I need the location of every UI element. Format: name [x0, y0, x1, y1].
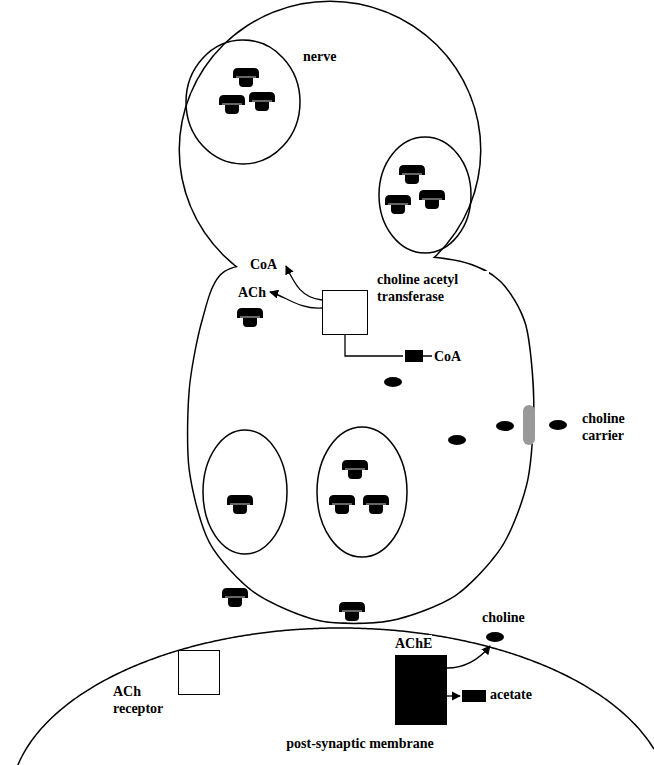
- ach-highlight: [402, 174, 422, 175]
- ach-highlight: [345, 469, 365, 470]
- choline-molecule: [496, 421, 514, 431]
- ach-highlight: [252, 101, 272, 102]
- ach-shape: [222, 588, 248, 607]
- ach-molecule: [222, 588, 248, 607]
- ach-molecule: [342, 460, 368, 479]
- node-label: ACh receptor: [113, 683, 175, 717]
- choline-molecule: [549, 420, 567, 430]
- ach-shape: [237, 308, 263, 327]
- membrane-line: [12, 628, 654, 765]
- choline-molecule: [384, 377, 402, 387]
- ach-highlight: [230, 504, 250, 505]
- ach-highlight: [342, 611, 362, 612]
- post-synaptic-cell: post-synaptic membrane ACh receptor AChE: [0, 620, 654, 765]
- ach-shape: [339, 602, 365, 621]
- ach-molecule: [219, 95, 245, 114]
- node-label: choline carrier: [582, 410, 648, 444]
- nerve-fill: [188, 254, 533, 623]
- acetyl-block: [405, 350, 423, 362]
- ach-molecule: [237, 308, 263, 327]
- node-label: post-synaptic membrane: [250, 735, 470, 752]
- nerve-fill: [180, 2, 480, 298]
- reaction-arrow: [447, 646, 490, 668]
- reaction-arrow: [270, 292, 322, 308]
- molecule-label: CoA: [250, 256, 277, 273]
- ach-shape: [419, 190, 445, 209]
- ach-shape: [363, 495, 389, 514]
- enzyme-box: choline acetyl transferase: [322, 290, 368, 335]
- acetate-block: [462, 690, 486, 702]
- ach-shape: [385, 195, 411, 214]
- ach-molecule: [419, 190, 445, 209]
- receptor-box: ACh receptor: [178, 650, 220, 695]
- node-label: nerve: [303, 48, 336, 65]
- molecule-label: CoA: [434, 348, 461, 365]
- molecule-label: choline: [482, 609, 525, 626]
- ach-molecule: [339, 602, 365, 621]
- carrier-protein: choline carrier: [523, 405, 535, 445]
- ach-shape: [233, 68, 259, 87]
- vesicle: [186, 40, 300, 164]
- molecule-label: acetate: [490, 686, 532, 703]
- ach-highlight: [388, 204, 408, 205]
- ach-molecule: [399, 165, 425, 184]
- reaction-arrow: [345, 335, 403, 356]
- node-label: choline acetyl transferase: [377, 271, 489, 305]
- ach-molecule: [329, 495, 355, 514]
- ach-shape: [329, 495, 355, 514]
- reaction-arrow: [286, 266, 322, 300]
- ach-highlight: [225, 597, 245, 598]
- ach-highlight: [366, 504, 386, 505]
- ach-shape: [249, 92, 275, 111]
- ach-highlight: [422, 199, 442, 200]
- node-label: AChE: [395, 635, 432, 652]
- ach-highlight: [222, 104, 242, 105]
- ach-molecule: [233, 68, 259, 87]
- ach-shape: [227, 495, 253, 514]
- choline-molecule: [448, 435, 466, 445]
- ach-molecule: [249, 92, 275, 111]
- ach-molecule: [227, 495, 253, 514]
- ach-shape: [399, 165, 425, 184]
- nerve-terminal: nerve choline acetyl transferase choline c…: [178, 0, 540, 625]
- vesicle: [203, 430, 287, 554]
- enzyme-block: AChE: [395, 655, 447, 725]
- vesicle: [379, 137, 471, 253]
- nerve-outline: [188, 254, 533, 623]
- nerve-outline: [180, 2, 480, 298]
- ach-shape: [342, 460, 368, 479]
- ach-highlight: [240, 317, 260, 318]
- vesicle: [317, 427, 407, 557]
- ach-molecule: [385, 195, 411, 214]
- reaction-arrow: [447, 695, 460, 696]
- illustration: [12, 2, 654, 765]
- ach-shape: [219, 95, 245, 114]
- ach-molecule: [363, 495, 389, 514]
- ach-highlight: [332, 504, 352, 505]
- ach-highlight: [236, 77, 256, 78]
- bond-line: [423, 355, 432, 357]
- molecule-label: ACh: [238, 284, 266, 301]
- choline-molecule: [486, 632, 504, 642]
